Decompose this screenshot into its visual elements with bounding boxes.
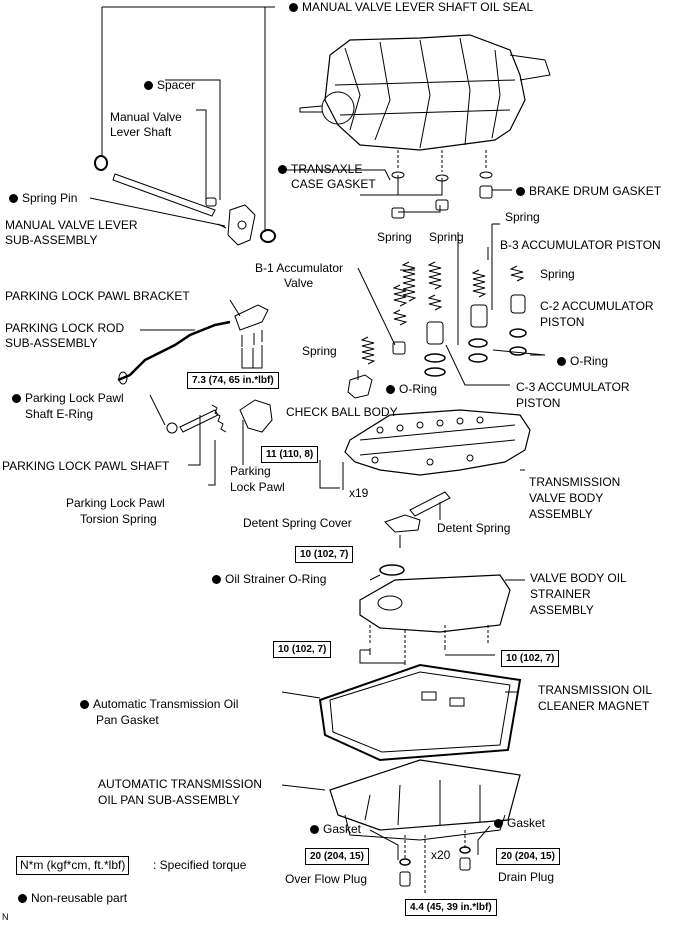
valve-body <box>319 409 531 490</box>
label-o-ring-mid: O-Ring <box>386 382 437 397</box>
label-transaxle-case-gasket-2: CASE GASKET <box>291 177 376 191</box>
detent-parts <box>384 491 451 548</box>
springs-and-pistons <box>357 223 546 386</box>
label-parking-lock-pawl-2: Lock Pawl <box>230 480 285 494</box>
label-transaxle-case-gasket-1: TRANSAXLE <box>278 162 362 177</box>
label-c3-accumulator-piston-1: C-3 ACCUMULATOR <box>516 380 630 394</box>
label-manual-valve-lever-shaft-oil-seal: MANUAL VALVE LEVER SHAFT OIL SEAL <box>289 0 533 15</box>
label-parking-lock-pawl-1: Parking <box>230 464 271 478</box>
label-transmission-valve-body-2: VALVE BODY <box>529 491 604 505</box>
label-b1-accumulator-valve-2: Valve <box>284 276 314 290</box>
label-gasket-right: Gasket <box>494 816 545 831</box>
label-spring-b: Spring <box>377 230 412 244</box>
label-transmission-oil-cleaner-magnet-2: CLEANER MAGNET <box>538 699 650 713</box>
label-parking-lock-rod-1: PARKING LOCK ROD <box>5 321 125 335</box>
label-parking-lock-pawl-torsion-spring-2: Torsion Spring <box>80 512 157 526</box>
label-atf-pan-gasket-2: Pan Gasket <box>96 713 159 727</box>
label-detent-spring: Detent Spring <box>437 521 511 535</box>
legend-non-reusable: Non-reusable part <box>18 891 127 906</box>
pan-gasket <box>318 663 522 762</box>
case-gasket-parts <box>360 150 512 219</box>
label-transmission-valve-body-3: ASSEMBLY <box>529 507 593 521</box>
label-spring-c: Spring <box>429 230 464 244</box>
label-transmission-valve-body-1: TRANSMISSION <box>529 475 621 489</box>
label-manual-valve-lever-shaft-2: Lever Shaft <box>110 125 172 139</box>
label-check-ball-body: CHECK BALL BODY <box>286 405 398 419</box>
label-valve-body-oil-strainer-2: STRAINER <box>530 587 591 601</box>
manual-valve-parts <box>89 6 276 246</box>
label-o-ring-right: O-Ring <box>557 354 608 369</box>
torque-detent-bolt: 10 (102, 7) <box>295 546 354 563</box>
torque-drain-plug: 20 (204, 15) <box>496 848 560 865</box>
label-parking-lock-pawl-bracket: PARKING LOCK PAWL BRACKET <box>5 289 190 303</box>
label-gasket-left: Gasket <box>310 822 361 837</box>
label-atf-oil-pan-2: OIL PAN SUB-ASSEMBLY <box>98 793 240 807</box>
label-atf-oil-pan-1: AUTOMATIC TRANSMISSION <box>98 777 263 791</box>
parking-lock-parts <box>117 299 273 486</box>
label-b1-accumulator-valve-1: B-1 Accumulator <box>255 261 344 275</box>
label-brake-drum-gasket: BRAKE DRUM GASKET <box>516 184 661 199</box>
label-drain-plug: Drain Plug <box>498 870 555 884</box>
label-c3-accumulator-piston-2: PISTON <box>516 396 561 410</box>
label-atf-pan-gasket-1: Automatic Transmission Oil <box>80 697 238 712</box>
label-parking-lock-pawl-torsion-spring-1: Parking Lock Pawl <box>66 496 165 510</box>
label-over-flow-plug: Over Flow Plug <box>285 872 368 886</box>
torque-pan-bolts: 4.4 (45, 39 in.*lbf) <box>405 899 497 916</box>
label-parking-lock-pawl-shaft-e-ring-1: Parking Lock Pawl <box>12 391 124 406</box>
corner-mark: N <box>2 912 9 922</box>
label-manual-valve-lever-shaft-1: Manual Valve <box>110 110 182 124</box>
label-spring-a: Spring <box>505 210 540 224</box>
label-x19: x19 <box>349 486 369 500</box>
torque-over-flow-plug: 20 (204, 15) <box>305 848 369 865</box>
label-spring-d: Spring <box>540 267 575 281</box>
label-spacer: Spacer <box>144 78 195 93</box>
label-valve-body-oil-strainer-3: ASSEMBLY <box>530 603 594 617</box>
legend-torque-unit: N*m (kgf*cm, ft.*lbf) <box>16 856 130 875</box>
label-c2-accumulator-piston-1: C-2 ACCUMULATOR <box>540 299 654 313</box>
label-valve-body-oil-strainer-1: VALVE BODY OIL <box>530 571 627 585</box>
label-spring-pin: Spring Pin <box>9 191 77 206</box>
label-b3-accumulator-piston: B-3 ACCUMULATOR PISTON <box>500 238 661 252</box>
label-manual-valve-lever-sub-1: MANUAL VALVE LEVER <box>5 218 138 232</box>
label-x20: x20 <box>431 848 451 862</box>
label-transmission-oil-cleaner-magnet-1: TRANSMISSION OIL <box>538 683 653 697</box>
oil-strainer <box>359 564 511 665</box>
torque-bracket-bolts: 7.3 (74, 65 in.*lbf) <box>187 372 279 389</box>
label-spring-e: Spring <box>302 344 337 358</box>
check-ball-body-part <box>347 370 373 399</box>
label-parking-lock-rod-2: SUB-ASSEMBLY <box>5 336 98 350</box>
label-manual-valve-lever-sub-2: SUB-ASSEMBLY <box>5 233 98 247</box>
torque-valve-body-bolts: 11 (110, 8) <box>261 446 319 463</box>
torque-strainer-left: 10 (102, 7) <box>273 641 332 658</box>
transmission-case <box>299 34 551 151</box>
label-parking-lock-pawl-shaft: PARKING LOCK PAWL SHAFT <box>2 459 170 473</box>
legend-torque-desc: : Specified torque <box>153 858 247 872</box>
label-detent-spring-cover: Detent Spring Cover <box>243 516 352 530</box>
label-c2-accumulator-piston-2: PISTON <box>540 315 585 329</box>
label-parking-lock-pawl-shaft-e-ring-2: Shaft E-Ring <box>25 407 94 421</box>
torque-strainer-right: 10 (102, 7) <box>501 650 560 667</box>
label-oil-strainer-o-ring: Oil Strainer O-Ring <box>212 572 326 587</box>
